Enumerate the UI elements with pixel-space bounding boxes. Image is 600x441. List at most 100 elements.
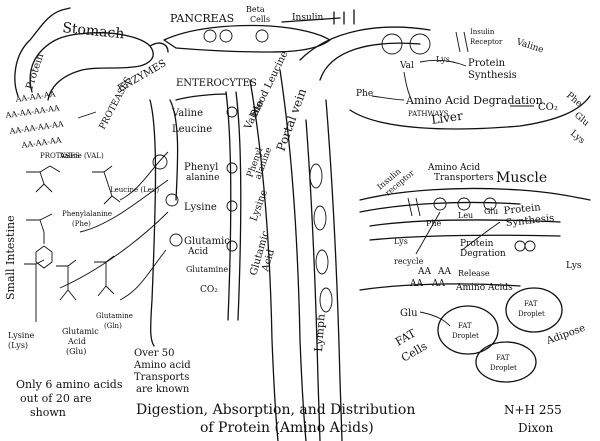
intestine-wall-left bbox=[149, 99, 157, 347]
portal-vein-right bbox=[279, 69, 307, 441]
structure-glutamic-acid bbox=[56, 259, 77, 301]
lymph-left bbox=[305, 119, 321, 441]
aa-chain-row1: AA-AA-AA bbox=[14, 89, 56, 104]
muscle-bottom bbox=[359, 283, 521, 291]
enterocyte-right-2 bbox=[235, 91, 242, 321]
muscle-degradation-l2: Degration bbox=[460, 249, 506, 259]
transporter-lys bbox=[165, 193, 179, 207]
enterocyte-left bbox=[169, 99, 179, 201]
muscle-transporter-1 bbox=[433, 197, 447, 211]
lymph-node-3 bbox=[315, 249, 329, 275]
phe-struct-label: (Phe) bbox=[72, 220, 91, 228]
arrow-lys-in bbox=[59, 211, 169, 289]
pancreas-outline bbox=[163, 24, 331, 53]
basolateral-transporter-1 bbox=[226, 106, 238, 118]
portal-vein-to-liver bbox=[299, 26, 431, 61]
muscle-arrow-1 bbox=[415, 211, 441, 255]
liver-arrow-phe bbox=[371, 95, 405, 101]
aa-chain-row2: AA-AA-AA-AA bbox=[4, 103, 60, 120]
enterocyte-phenyl: Phenyl bbox=[184, 162, 218, 173]
muscle-degradation-l1: Protein bbox=[460, 239, 494, 249]
aa-chain-row3: AA-AA-AA-AA bbox=[8, 119, 64, 136]
enterocyte-lysine: Lysine bbox=[184, 202, 217, 213]
liver-label: Liver bbox=[430, 109, 463, 127]
portal-vein-label: Portal vein bbox=[274, 86, 310, 153]
glutamine-struct-label: Glutamine bbox=[96, 312, 133, 320]
enterocyte-leucine: Leucine bbox=[172, 124, 212, 135]
liver-protein-l2: Synthesis bbox=[468, 70, 517, 81]
enterocyte-valine: Valine bbox=[171, 108, 203, 119]
lymph-node-2 bbox=[313, 205, 327, 231]
glutamic-struct-label: Glutamic bbox=[62, 327, 99, 336]
muscle-transporters-l2: Transporters bbox=[434, 173, 494, 183]
muscle-top-membrane bbox=[359, 187, 591, 201]
valine-struct-label: Valine (VAL) bbox=[59, 152, 104, 160]
liver-arrow-degradation bbox=[403, 71, 411, 97]
pancreas-label: PANCREAS bbox=[170, 12, 234, 25]
stomach-exit bbox=[149, 42, 169, 53]
enterocyte-acid: Acid bbox=[187, 247, 208, 257]
liver-insulin-receptor-l1: Insulin bbox=[470, 28, 495, 36]
muscle-glu: Glu bbox=[484, 207, 498, 216]
basolateral-transporter-4 bbox=[226, 240, 238, 252]
structure-glutamine bbox=[94, 255, 115, 297]
droplet3-l2: Droplet bbox=[490, 364, 517, 372]
liver-receptor-2 bbox=[409, 33, 431, 55]
muscle-protein-l2: Synthesis bbox=[505, 213, 555, 229]
enterocyte-co2: CO₂ bbox=[200, 285, 218, 295]
muscle-lys-right: Lys bbox=[566, 261, 582, 271]
islet-1 bbox=[203, 29, 217, 43]
liver-boundary bbox=[349, 95, 591, 130]
structure-valine bbox=[26, 165, 61, 193]
droplet2-l1: FAT bbox=[524, 300, 538, 308]
structure-lysine bbox=[24, 259, 45, 322]
muscle-transporter-2 bbox=[457, 197, 471, 211]
stomach-label: Stomach bbox=[62, 20, 125, 42]
droplet2-l2: Droplet bbox=[518, 310, 545, 318]
adipose-glu: Glu bbox=[400, 308, 418, 319]
structure-phenylalanine bbox=[26, 213, 53, 269]
muscle-protein-l1: Protein bbox=[503, 202, 542, 217]
muscle-recycle: recycle bbox=[394, 257, 424, 266]
footnote-l3: shown bbox=[30, 406, 66, 419]
over50-l3: Transports bbox=[134, 372, 189, 383]
basolateral-transporter-3 bbox=[226, 200, 238, 212]
course-author: Dixon bbox=[518, 421, 553, 435]
beta-cells-l1: Beta bbox=[246, 5, 265, 14]
lysine-struct-label: Lysine bbox=[8, 331, 35, 340]
glutamic-acid-struct-label: Acid bbox=[67, 337, 86, 346]
enterocytes-label: ENTEROCYTES bbox=[176, 78, 257, 89]
enterocyte-top bbox=[175, 93, 227, 101]
footnote-l1: Only 6 amino acids bbox=[16, 378, 123, 391]
enterocyte-alanine: alanine bbox=[186, 173, 219, 183]
muscle-leu: Leu bbox=[458, 211, 473, 220]
droplet1-l1: FAT bbox=[458, 322, 472, 330]
lymph-right bbox=[325, 99, 343, 441]
muscle-release-l1: Release bbox=[458, 269, 490, 278]
enterocyte-right bbox=[225, 91, 232, 321]
lymph-node-1 bbox=[309, 163, 323, 189]
liver-insulin-receptor-l2: Receptor bbox=[470, 38, 503, 46]
liver-co2: CO₂ bbox=[538, 102, 558, 113]
transporter-phe bbox=[152, 154, 168, 170]
muscle-aa-3: AA bbox=[409, 279, 423, 289]
liver-phe-right: Phe bbox=[564, 91, 584, 110]
phenylalanine-struct-label: Phenylalanine bbox=[62, 210, 112, 218]
course-code: N+H 255 bbox=[504, 403, 562, 417]
muscle-fiber-1 bbox=[359, 201, 521, 213]
fat-droplet-3 bbox=[475, 341, 537, 383]
muscle-label: Muscle bbox=[496, 170, 547, 186]
over50-l1: Over 50 bbox=[134, 348, 174, 359]
muscle-protein-blob-2 bbox=[524, 240, 536, 252]
liver-arrow-synthesis bbox=[419, 59, 467, 67]
droplet1-l2: Droplet bbox=[452, 332, 479, 340]
islet-3 bbox=[255, 29, 269, 43]
liver-lys: Lys bbox=[436, 55, 450, 64]
islet-2 bbox=[219, 29, 233, 43]
protases-label: PROTASES bbox=[40, 152, 80, 160]
stomach-protein-label: Protein bbox=[24, 52, 46, 91]
over50-l4: are known bbox=[136, 384, 190, 395]
title-line1: Digestion, Absorption, and Distribution bbox=[136, 402, 415, 418]
liver-val: Val bbox=[399, 61, 414, 71]
